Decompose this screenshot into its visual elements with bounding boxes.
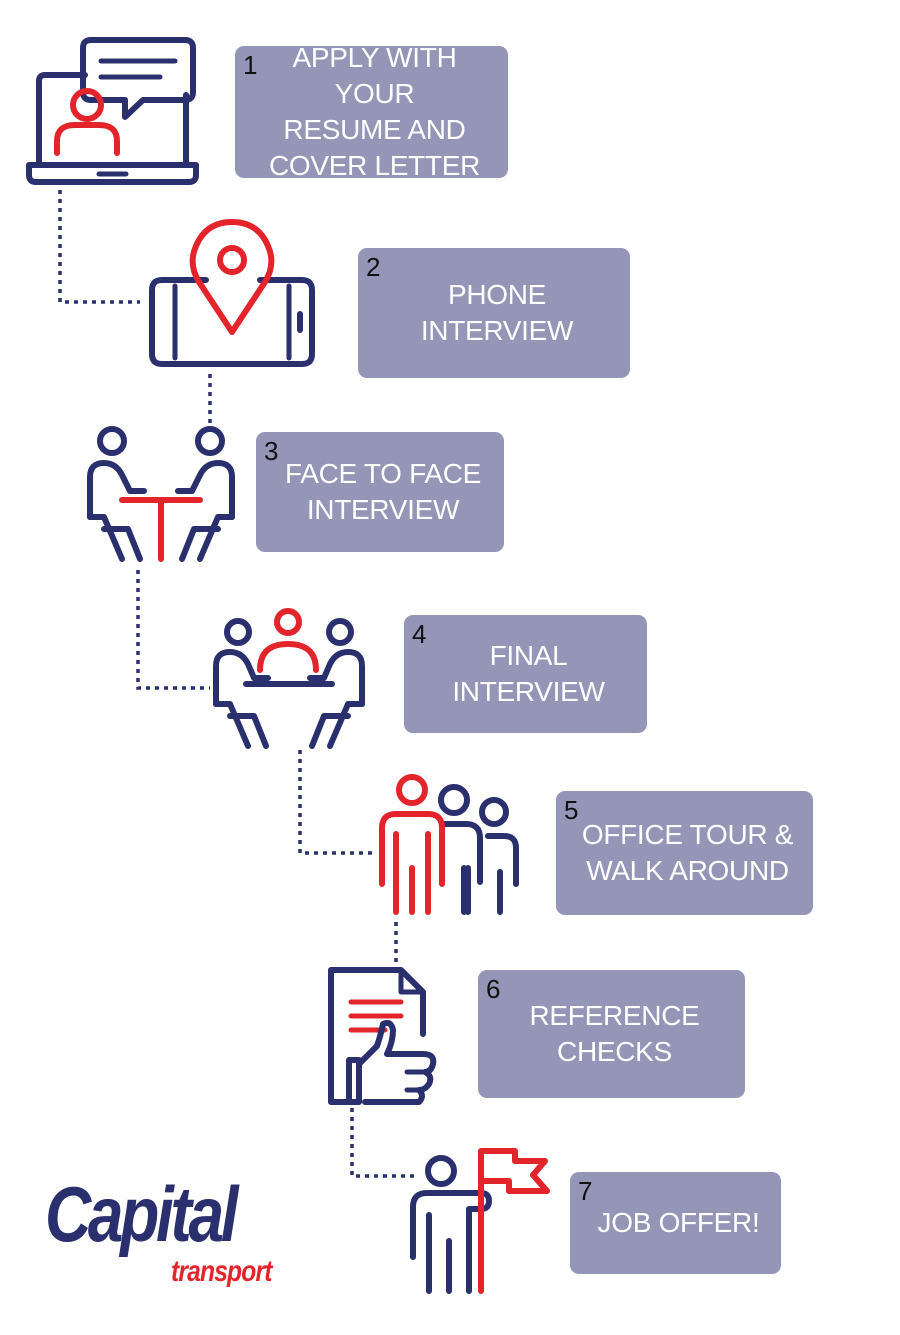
- step-number: 7: [578, 1176, 593, 1206]
- group-people-icon: [379, 774, 519, 915]
- step-number: 6: [486, 974, 501, 1004]
- step-7-box: 7 JOB OFFER!: [570, 1172, 781, 1274]
- step-label: REFERENCE CHECKS: [529, 1000, 700, 1067]
- step-5-box: 5 OFFICE TOUR & WALK AROUND: [556, 791, 813, 915]
- step-label: JOB OFFER!: [597, 1207, 760, 1238]
- document-thumbs-up-icon: [328, 967, 437, 1105]
- step-label: APPLY WITH YOUR RESUME AND COVER LETTER: [268, 42, 481, 181]
- step-number: 2: [366, 252, 381, 282]
- logo-main-text: Capital: [45, 1170, 239, 1258]
- step-3-box: 3 FACE TO FACE INTERVIEW: [256, 432, 504, 552]
- step-1-box: 1 APPLY WITH YOUR RESUME AND COVER LETTE…: [235, 42, 508, 181]
- laptop-chat-icon: [26, 37, 199, 185]
- step-number: 3: [264, 436, 279, 466]
- step-number: 5: [564, 795, 579, 825]
- step-label: OFFICE TOUR & WALK AROUND: [581, 819, 794, 886]
- step-6-box: 6 REFERENCE CHECKS: [478, 970, 745, 1098]
- step-label: FACE TO FACE INTERVIEW: [284, 458, 482, 525]
- step-2-box: 2 PHONE INTERVIEW: [358, 248, 630, 378]
- step-label: PHONE INTERVIEW: [420, 279, 574, 346]
- person-flag-icon: [410, 1148, 550, 1294]
- step-label: FINAL INTERVIEW: [452, 640, 605, 707]
- capital-transport-logo: Capital transport: [45, 1175, 285, 1300]
- two-people-table-icon: [87, 426, 235, 562]
- step-number: 4: [412, 619, 427, 649]
- logo-sub-text: transport: [171, 1255, 272, 1288]
- three-people-table-icon: [213, 608, 365, 749]
- step-number: 1: [243, 50, 258, 80]
- step-4-box: 4 FINAL INTERVIEW: [404, 615, 647, 733]
- phone-location-icon: [149, 219, 315, 367]
